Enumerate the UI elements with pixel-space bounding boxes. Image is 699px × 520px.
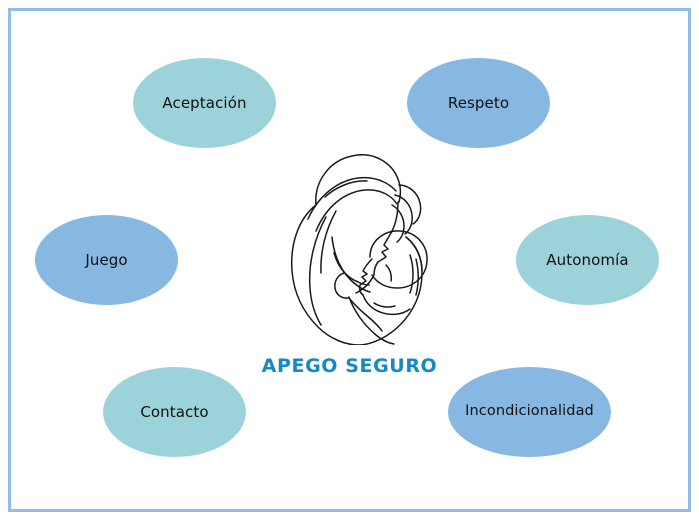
bubble-label-contacto: Contacto bbox=[140, 402, 209, 421]
bubble-juego[interactable]: Juego bbox=[35, 215, 178, 305]
bubble-respeto[interactable]: Respeto bbox=[407, 58, 550, 148]
bubble-label-autonomia: Autonomía bbox=[546, 250, 629, 269]
bubble-label-aceptacion: Aceptación bbox=[162, 93, 247, 112]
mother-and-baby-icon bbox=[270, 145, 442, 345]
bubble-label-respeto: Respeto bbox=[447, 93, 510, 112]
bubble-label-incondicionalidad: Incondicionalidad bbox=[465, 403, 594, 420]
bubble-autonomia[interactable]: Autonomía bbox=[516, 215, 659, 305]
bubble-aceptacion[interactable]: Aceptación bbox=[133, 58, 276, 148]
bubble-incondicionalidad[interactable]: Incondicionalidad bbox=[448, 367, 611, 457]
center-title: APEGO SEGURO bbox=[261, 355, 438, 377]
bubble-contacto[interactable]: Contacto bbox=[103, 367, 246, 457]
bubble-label-juego: Juego bbox=[85, 250, 128, 269]
